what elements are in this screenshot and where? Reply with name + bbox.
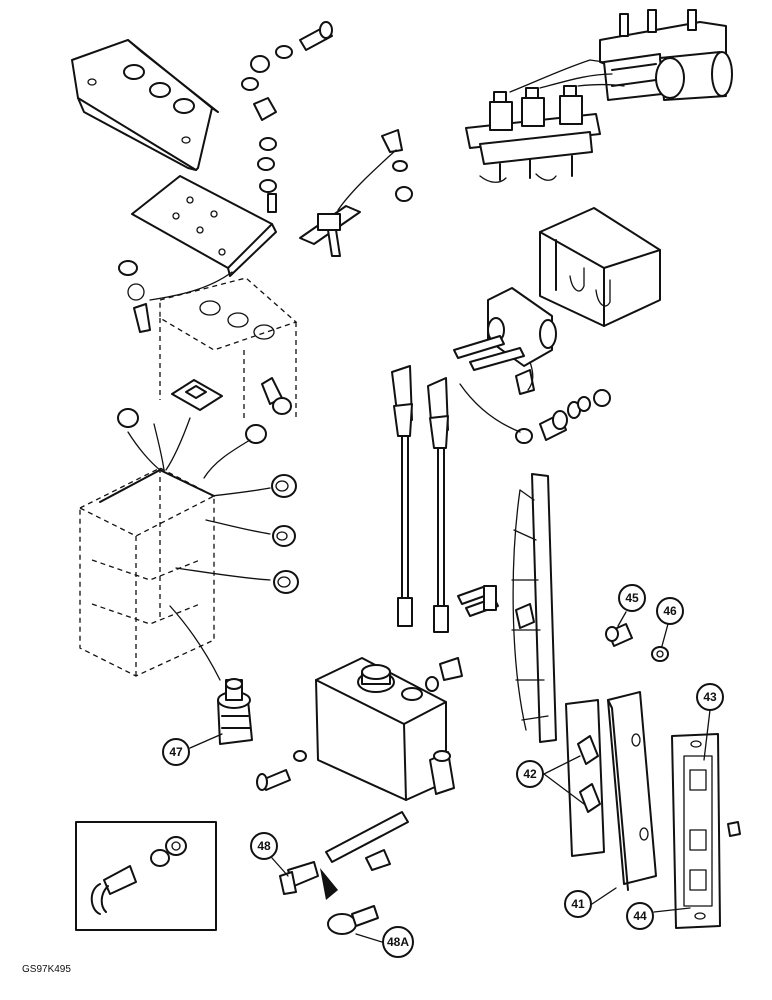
callout-48[interactable]: 48	[250, 832, 289, 877]
callout-48a-label: 48A	[387, 935, 409, 949]
wiper-switch	[453, 287, 557, 395]
relay-cover	[539, 207, 661, 327]
switch-housing-box	[79, 417, 271, 681]
callout-45-label: 45	[625, 591, 639, 605]
wiper-arms	[391, 365, 449, 633]
washer-46	[651, 646, 669, 662]
reservoir-bolt	[256, 750, 307, 791]
callout-46-label: 46	[663, 604, 677, 618]
callout-43[interactable]: 43	[696, 683, 724, 761]
grommet-set	[271, 474, 299, 594]
wiper-blade	[511, 473, 557, 743]
lamp-bracket-41	[607, 691, 657, 891]
inset-detail	[75, 821, 217, 931]
callout-47-label: 47	[169, 745, 183, 759]
lamp-lens-42	[565, 699, 605, 857]
wiper-motor	[599, 9, 733, 101]
spacer-row	[459, 383, 611, 444]
callout-44-label: 44	[633, 909, 647, 923]
callout-42[interactable]: 42	[516, 755, 585, 805]
drawing-code: GS97K495	[22, 964, 71, 975]
washer-nozzle	[279, 861, 379, 935]
callout-42-label: 42	[523, 767, 537, 781]
callout-41-label: 41	[571, 897, 585, 911]
washer-hose	[325, 811, 409, 871]
left-fastener-set	[118, 260, 233, 333]
callout-45[interactable]: 45	[617, 584, 646, 627]
switch-panel	[71, 39, 219, 171]
blade-adapter	[457, 585, 499, 617]
callout-48-label: 48	[257, 839, 271, 853]
callout-44[interactable]: 44	[626, 902, 691, 930]
callout-47[interactable]: 47	[162, 733, 223, 766]
rocker-bezel	[117, 377, 292, 444]
callout-46[interactable]: 46	[656, 597, 684, 647]
screw-45	[605, 623, 633, 647]
lamp-housing	[671, 733, 741, 929]
washer-pump	[217, 678, 253, 745]
flasher-switch	[299, 129, 413, 257]
callout-48a[interactable]: 48A	[355, 926, 414, 958]
callout-41[interactable]: 41	[564, 887, 617, 918]
callout-43-label: 43	[703, 690, 717, 704]
dashed-console-outline	[159, 277, 298, 420]
relay-board	[465, 59, 625, 183]
washer-reservoir	[315, 657, 463, 801]
switch-base-plate	[131, 175, 277, 277]
panel-bolt-set	[241, 21, 333, 213]
